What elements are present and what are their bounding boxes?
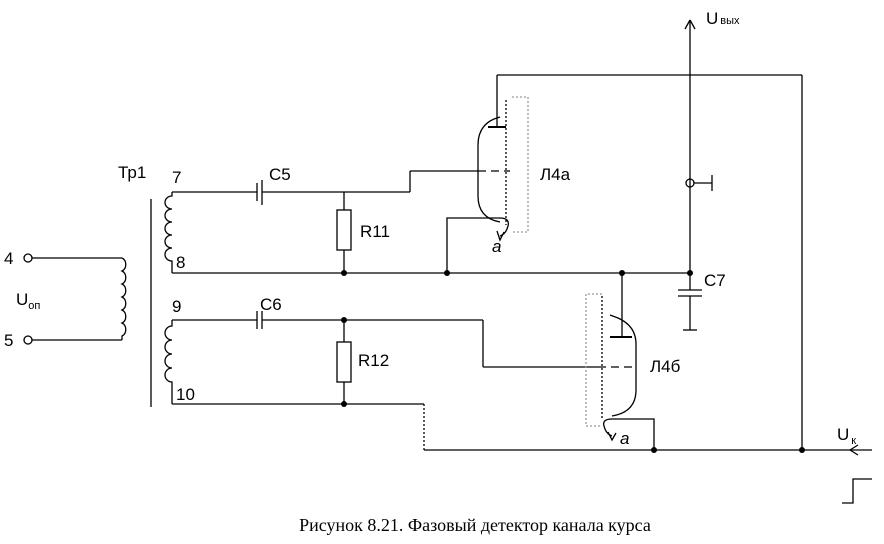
figure-caption: Рисунок 8.21. Фазовый детектор канала ку… — [299, 515, 651, 535]
tube-l4b — [585, 273, 655, 450]
secondary-winding-upper — [164, 192, 173, 273]
label-c5: C5 — [269, 165, 291, 184]
node-r12-bottom — [341, 401, 347, 407]
label-cathode-a: a — [492, 237, 501, 256]
uout-arrow-right — [689, 19, 696, 30]
uout-arrow-left — [684, 19, 691, 30]
tube-b-envelope — [585, 293, 602, 427]
upper-branch — [172, 170, 478, 273]
label-c7: C7 — [704, 271, 726, 290]
r11-resistor — [336, 209, 352, 251]
label-cathode-b: a — [620, 429, 629, 448]
node-r11-bottom — [341, 270, 347, 276]
label-transformer: Тр1 — [118, 163, 146, 182]
uk-arrow-up — [849, 444, 859, 451]
label-pin7: 7 — [172, 168, 181, 187]
label-pin9: 9 — [172, 297, 181, 316]
tube-l4a — [446, 75, 529, 273]
anode-a-feedback — [497, 74, 803, 450]
r12-resistor — [336, 341, 352, 383]
terminal-5 — [23, 335, 33, 345]
label-pin8: 8 — [176, 253, 185, 272]
label-u-ref: Uоп — [16, 290, 40, 312]
bottom-line — [424, 444, 872, 504]
label-tube-b: Л4б — [650, 357, 681, 376]
label-r12: R12 — [358, 351, 389, 370]
label-r11: R11 — [360, 222, 390, 241]
label-pin5: 5 — [4, 331, 13, 350]
label-pin4: 4 — [4, 249, 13, 268]
terminal-4 — [23, 253, 33, 263]
primary-winding — [120, 257, 127, 340]
input-terminals — [23, 253, 122, 345]
pulse-symbol — [842, 478, 872, 504]
lower-branch — [172, 311, 598, 450]
uk-arrow-down — [849, 449, 859, 456]
label-tube-a: Л4а — [540, 165, 571, 184]
common-line — [172, 270, 693, 276]
label-c6: C6 — [260, 295, 282, 314]
tube-a-envelope — [512, 96, 529, 233]
output-line — [678, 19, 713, 331]
secondary-winding-lower — [164, 320, 173, 404]
label-pin10: 10 — [176, 385, 195, 404]
transformer-tr1 — [120, 192, 173, 407]
